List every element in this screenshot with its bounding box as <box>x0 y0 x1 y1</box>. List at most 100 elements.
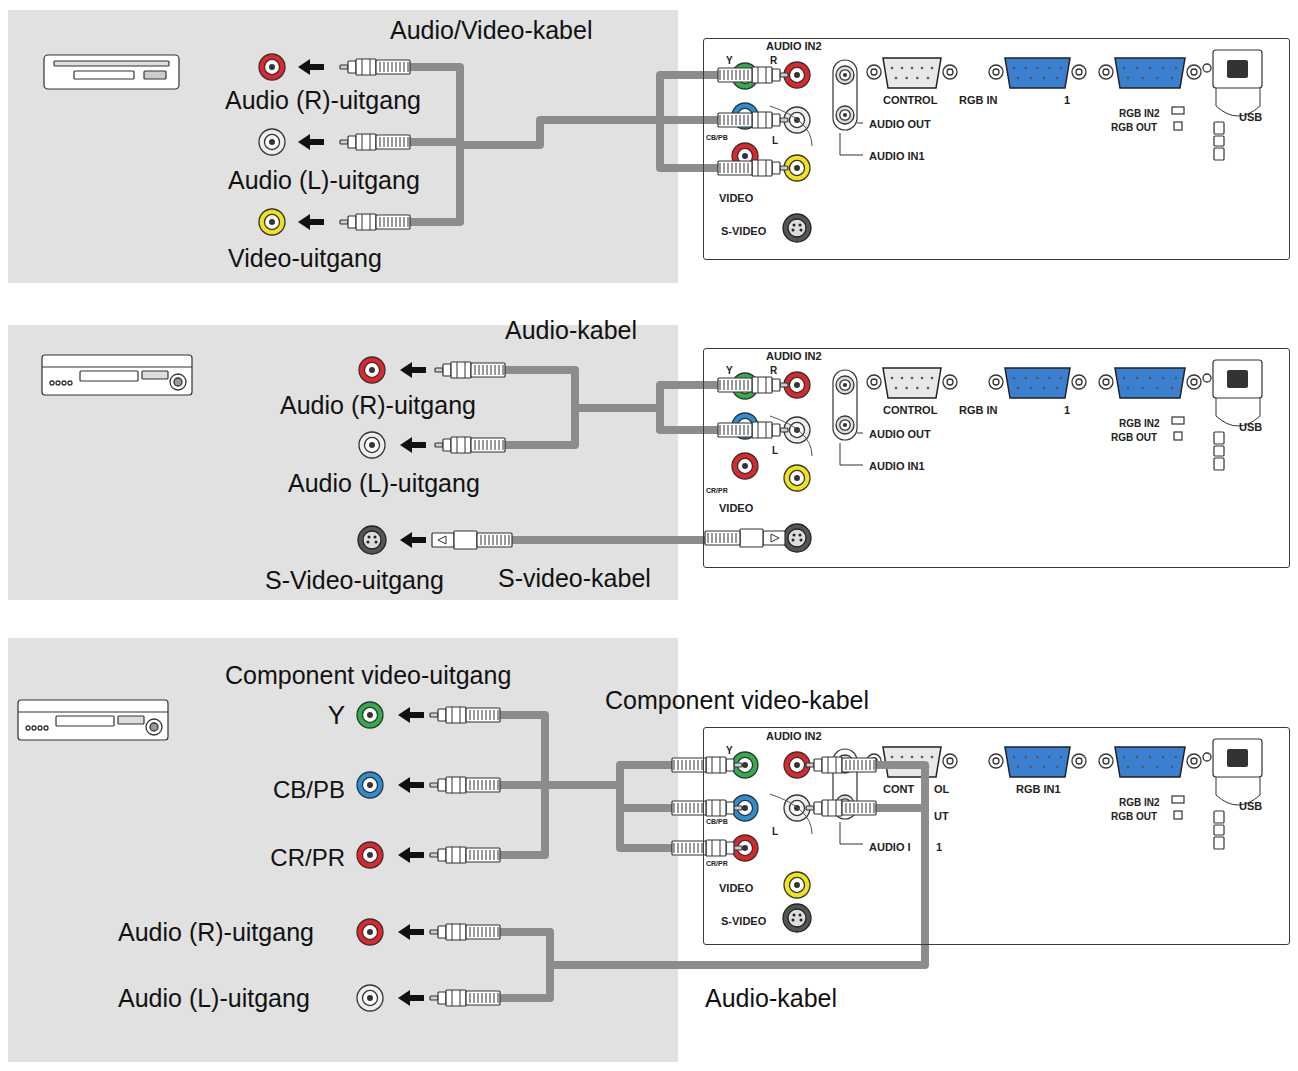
plug-pin <box>780 166 788 170</box>
plug-line <box>828 757 829 773</box>
plug-ridge <box>498 710 499 720</box>
s-video-pin <box>793 914 796 917</box>
callout-label: Component video-uitgang <box>225 663 511 688</box>
plug-ridge <box>485 535 486 545</box>
callout-label: Video-uitgang <box>228 246 382 271</box>
plug-pin <box>430 783 438 787</box>
usb-port-inner <box>1227 749 1248 767</box>
plug-ridge <box>720 163 721 173</box>
plug-ridge <box>846 760 847 770</box>
plug-ridge <box>874 803 875 813</box>
disc-tray <box>56 716 114 726</box>
port-label: RGB OUT <box>1111 812 1157 822</box>
rca-jack-ring <box>264 214 279 229</box>
screw <box>1099 754 1113 768</box>
cable <box>872 804 925 812</box>
plug-body <box>446 990 466 1006</box>
s-video-jack <box>358 526 386 554</box>
plug-ridge <box>396 217 397 227</box>
d-sub-pin <box>1162 67 1165 70</box>
plug-line <box>460 990 461 1006</box>
plug-ridge <box>858 803 859 813</box>
plug-ridge <box>400 217 401 227</box>
plug-ridge <box>674 843 675 853</box>
plug-line <box>465 437 466 453</box>
screw-hole <box>947 379 953 385</box>
d-sub-pin <box>1127 766 1130 769</box>
button <box>56 381 60 385</box>
screw-hole <box>1103 69 1109 75</box>
d-sub-pin <box>901 67 904 70</box>
plug-ridge <box>858 760 859 770</box>
plug-ridge <box>678 803 679 813</box>
plug-collar <box>443 439 451 451</box>
rca-jack-ring <box>362 990 377 1005</box>
plug-ridge <box>494 993 495 1003</box>
s-video-plug-tip <box>432 533 454 547</box>
d-sub-pin <box>1013 67 1016 70</box>
callout-label: Audio (R)-uitgang <box>280 393 476 418</box>
plug-line <box>370 59 371 75</box>
knob <box>146 719 162 735</box>
port-label: AUDIO IN2 <box>766 351 822 362</box>
d-sub-pin <box>1030 77 1033 80</box>
port-label: AUDIO I <box>869 842 911 853</box>
switch-mark <box>1174 122 1182 130</box>
video-recorder <box>44 55 179 89</box>
cable <box>550 765 925 965</box>
s-video-jack-inner <box>363 531 381 549</box>
knob-center <box>174 378 182 386</box>
plug-ridge <box>724 115 725 125</box>
usb-port <box>1213 360 1262 398</box>
plug-line <box>457 437 458 453</box>
screw <box>867 375 881 389</box>
lock-slot <box>1214 837 1224 849</box>
plug-pin <box>734 846 742 850</box>
plug-body <box>706 840 726 856</box>
plug-ridge <box>486 850 487 860</box>
plug-ridge <box>503 365 504 375</box>
callout-label: Audio-kabel <box>505 318 637 343</box>
d-sub-pin <box>891 67 894 70</box>
plug-ridge <box>380 62 381 72</box>
d-sub-pin <box>911 756 914 759</box>
panel-face <box>703 727 1290 945</box>
plug-body <box>706 800 726 816</box>
leader-line <box>840 844 863 845</box>
plug-ridge <box>690 760 691 770</box>
d-sub-pin <box>1030 766 1033 769</box>
d-sub-connector <box>1115 747 1185 777</box>
d-sub-pin <box>1123 377 1126 380</box>
rca-jack-ring <box>789 422 804 437</box>
projector-panel: AUDIO IN2YRCB/PBLVIDEOS-VIDEOCONTROLRGB … <box>703 38 1290 260</box>
plug-ridge <box>740 163 741 173</box>
plug-ridge <box>498 850 499 860</box>
rca-jack-ring <box>789 800 804 815</box>
plug-body <box>752 67 772 83</box>
rca-jack <box>359 357 385 383</box>
direction-arrow <box>398 777 424 793</box>
knob-center <box>150 723 158 731</box>
rca-jack <box>732 752 758 778</box>
plug-ridge <box>732 380 733 390</box>
s-video-pin <box>799 914 802 917</box>
rca-jack <box>259 209 285 235</box>
d-sub-pin <box>921 756 924 759</box>
direction-arrow <box>398 924 424 940</box>
plug-pin <box>340 140 348 144</box>
d-sub-pin <box>1048 377 1051 380</box>
screw-hole <box>871 69 877 75</box>
plug-line <box>720 840 721 856</box>
callout-label: Audio-kabel <box>705 986 837 1011</box>
plug-ridge <box>474 850 475 860</box>
usb-port <box>1213 50 1262 88</box>
rca-jack <box>836 106 854 124</box>
callout-label: CR/PR <box>270 846 345 870</box>
cable <box>575 404 660 412</box>
d-sub-pin <box>1141 766 1144 769</box>
direction-arrow <box>400 437 426 453</box>
plug-ridge <box>474 710 475 720</box>
plug-ridge <box>388 137 389 147</box>
s-video-pin <box>792 539 795 542</box>
plug-ridge <box>470 993 471 1003</box>
